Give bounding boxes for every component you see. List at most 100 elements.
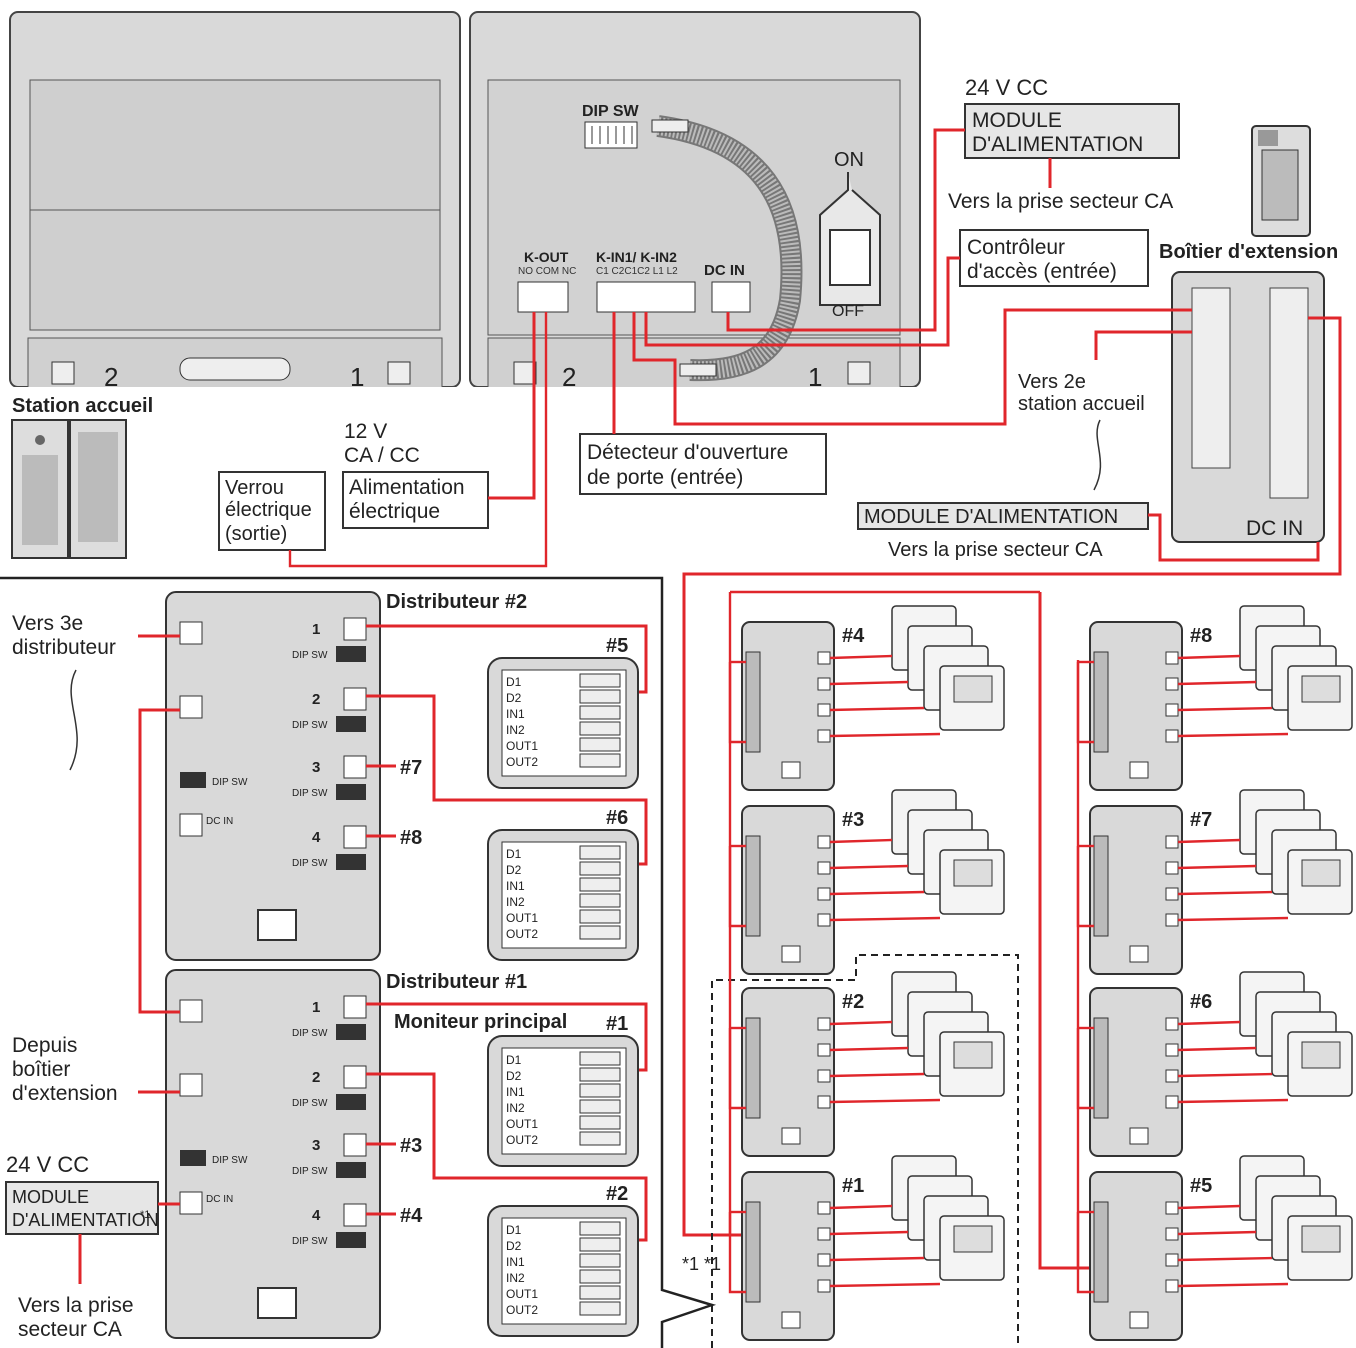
term-slot[interactable] xyxy=(579,1051,621,1066)
room-dip-switch[interactable] xyxy=(336,716,366,732)
floor-dist-terminal-strip[interactable] xyxy=(745,651,761,753)
dist-in-terminal[interactable] xyxy=(179,695,203,719)
term-slot[interactable] xyxy=(579,1115,621,1130)
room-dip-switch[interactable] xyxy=(336,1094,366,1110)
room-port-terminal[interactable] xyxy=(343,687,367,711)
floor-dist-port[interactable] xyxy=(817,835,831,849)
term-slot[interactable] xyxy=(579,1099,621,1114)
floor-dist-port[interactable] xyxy=(1165,1095,1179,1109)
room-dip-switch[interactable] xyxy=(336,1232,366,1248)
floor-dist-port[interactable] xyxy=(1165,1043,1179,1057)
dist-dc-terminal[interactable] xyxy=(179,1191,203,1215)
floor-dist-port[interactable] xyxy=(817,677,831,691)
dist-out-terminal[interactable] xyxy=(179,999,203,1023)
floor-dist-terminal-strip[interactable] xyxy=(1093,835,1109,937)
floor-dist-port[interactable] xyxy=(1165,1069,1179,1083)
floor-dist-port[interactable] xyxy=(1165,1253,1179,1267)
term-slot[interactable] xyxy=(579,673,621,688)
dip-switch-top[interactable] xyxy=(584,121,638,149)
term-slot[interactable] xyxy=(579,721,621,736)
floor-dist-port[interactable] xyxy=(817,1069,831,1083)
room-port-terminal[interactable] xyxy=(343,995,367,1019)
dist-dip-switch[interactable] xyxy=(180,772,206,788)
floor-dist-port[interactable] xyxy=(1165,703,1179,717)
term-slot[interactable] xyxy=(579,1285,621,1300)
term-slot[interactable] xyxy=(579,877,621,892)
term-slot[interactable] xyxy=(579,705,621,720)
power-switch[interactable] xyxy=(829,229,871,286)
floor-dist-port[interactable] xyxy=(1165,1201,1179,1215)
dist-in-terminal[interactable] xyxy=(179,1073,203,1097)
floor-dist-port[interactable] xyxy=(817,913,831,927)
room-dip-switch[interactable] xyxy=(336,1162,366,1178)
room-port-terminal[interactable] xyxy=(343,1133,367,1157)
room-port-terminal[interactable] xyxy=(343,825,367,849)
term-slot[interactable] xyxy=(579,1067,621,1082)
floor-dist-port[interactable] xyxy=(1165,835,1179,849)
term-slot[interactable] xyxy=(579,925,621,940)
room-dip-switch[interactable] xyxy=(336,784,366,800)
term-slot[interactable] xyxy=(579,1131,621,1146)
term-slot[interactable] xyxy=(579,737,621,752)
room-port-terminal[interactable] xyxy=(343,1065,367,1089)
term-slot[interactable] xyxy=(579,753,621,768)
floor-dist-port[interactable] xyxy=(817,1201,831,1215)
floor-dist-terminal-strip[interactable] xyxy=(1093,651,1109,753)
floor-dist-port[interactable] xyxy=(1165,1227,1179,1241)
floor-dist-switch[interactable] xyxy=(1129,945,1149,963)
floor-dist-port[interactable] xyxy=(817,1227,831,1241)
floor-dist-switch[interactable] xyxy=(1129,1311,1149,1329)
floor-dist-switch[interactable] xyxy=(781,945,801,963)
floor-dist-port[interactable] xyxy=(1165,729,1179,743)
floor-dist-port[interactable] xyxy=(817,861,831,875)
dist-dip-switch[interactable] xyxy=(180,1150,206,1166)
floor-dist-port[interactable] xyxy=(817,1095,831,1109)
floor-dist-switch[interactable] xyxy=(1129,761,1149,779)
room-port-terminal[interactable] xyxy=(343,1203,367,1227)
floor-dist-port[interactable] xyxy=(1165,1017,1179,1031)
floor-dist-switch[interactable] xyxy=(781,1311,801,1329)
floor-dist-port[interactable] xyxy=(1165,651,1179,665)
floor-dist-terminal-strip[interactable] xyxy=(745,1201,761,1303)
room-dip-switch[interactable] xyxy=(336,646,366,662)
floor-dist-port[interactable] xyxy=(817,1017,831,1031)
dist-power-switch[interactable] xyxy=(257,909,297,941)
dist-dc-terminal[interactable] xyxy=(179,813,203,837)
dist-power-switch[interactable] xyxy=(257,1287,297,1319)
k-out-terminal[interactable] xyxy=(517,281,569,313)
term-slot[interactable] xyxy=(579,909,621,924)
floor-dist-switch[interactable] xyxy=(1129,1127,1149,1145)
term-slot[interactable] xyxy=(579,1253,621,1268)
floor-dist-terminal-strip[interactable] xyxy=(1093,1017,1109,1119)
floor-dist-port[interactable] xyxy=(1165,677,1179,691)
floor-dist-port[interactable] xyxy=(817,651,831,665)
term-slot[interactable] xyxy=(579,893,621,908)
floor-dist-port[interactable] xyxy=(1165,1279,1179,1293)
term-slot[interactable] xyxy=(579,689,621,704)
floor-dist-port[interactable] xyxy=(1165,913,1179,927)
room-dip-switch[interactable] xyxy=(336,854,366,870)
term-slot[interactable] xyxy=(579,1221,621,1236)
floor-dist-terminal-strip[interactable] xyxy=(745,835,761,937)
room-port-terminal[interactable] xyxy=(343,755,367,779)
room-port-terminal[interactable] xyxy=(343,617,367,641)
term-slot[interactable] xyxy=(579,861,621,876)
floor-dist-port[interactable] xyxy=(1165,861,1179,875)
floor-dist-port[interactable] xyxy=(817,729,831,743)
term-slot[interactable] xyxy=(579,1083,621,1098)
floor-dist-switch[interactable] xyxy=(781,1127,801,1145)
floor-dist-port[interactable] xyxy=(817,1043,831,1057)
floor-dist-terminal-strip[interactable] xyxy=(745,1017,761,1119)
term-slot[interactable] xyxy=(579,1269,621,1284)
term-slot[interactable] xyxy=(579,1301,621,1316)
dc-in-terminal[interactable] xyxy=(711,281,751,313)
floor-dist-port[interactable] xyxy=(817,1253,831,1267)
floor-dist-port[interactable] xyxy=(817,1279,831,1293)
k-in-terminal[interactable] xyxy=(596,281,696,313)
dist-out-terminal[interactable] xyxy=(179,621,203,645)
floor-dist-port[interactable] xyxy=(817,887,831,901)
term-slot[interactable] xyxy=(579,1237,621,1252)
room-dip-switch[interactable] xyxy=(336,1024,366,1040)
floor-dist-terminal-strip[interactable] xyxy=(1093,1201,1109,1303)
floor-dist-port[interactable] xyxy=(1165,887,1179,901)
